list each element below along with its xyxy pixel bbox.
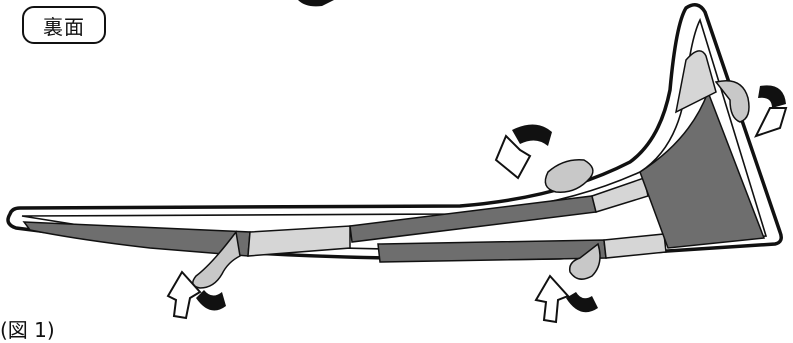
tape-strip-upper-light: [591, 177, 649, 213]
top-arrow-fragment-icon: [298, 0, 334, 7]
tape-tab-top-light: [674, 50, 717, 114]
curved-arrow-icon: [534, 274, 570, 324]
curved-arrow-icon: [758, 85, 786, 108]
tape-panel-right-dark: [639, 89, 766, 249]
figure-label: (図 1): [0, 318, 55, 342]
trim-piece-diagram: [6, 0, 788, 324]
tape-curl-mid-top: [544, 159, 594, 193]
tape-curl-lower: [568, 242, 601, 280]
side-label-badge: 裏面: [22, 6, 106, 44]
curved-arrow-icon: [512, 124, 552, 146]
curved-arrow-icon: [566, 292, 598, 313]
curved-arrow-icon: [166, 270, 202, 320]
tape-curl-left: [192, 230, 241, 289]
curved-arrow-icon: [196, 290, 226, 311]
tape-curl-right: [714, 80, 750, 123]
tape-strip-lower-dark: [377, 239, 607, 263]
tape-strip-middle-light: [247, 225, 351, 257]
tape-strip-lower-light: [603, 233, 667, 259]
tape-strip-left-dark: [22, 221, 251, 257]
curved-arrow-icon: [754, 107, 788, 138]
curved-arrow-icon: [494, 134, 532, 180]
